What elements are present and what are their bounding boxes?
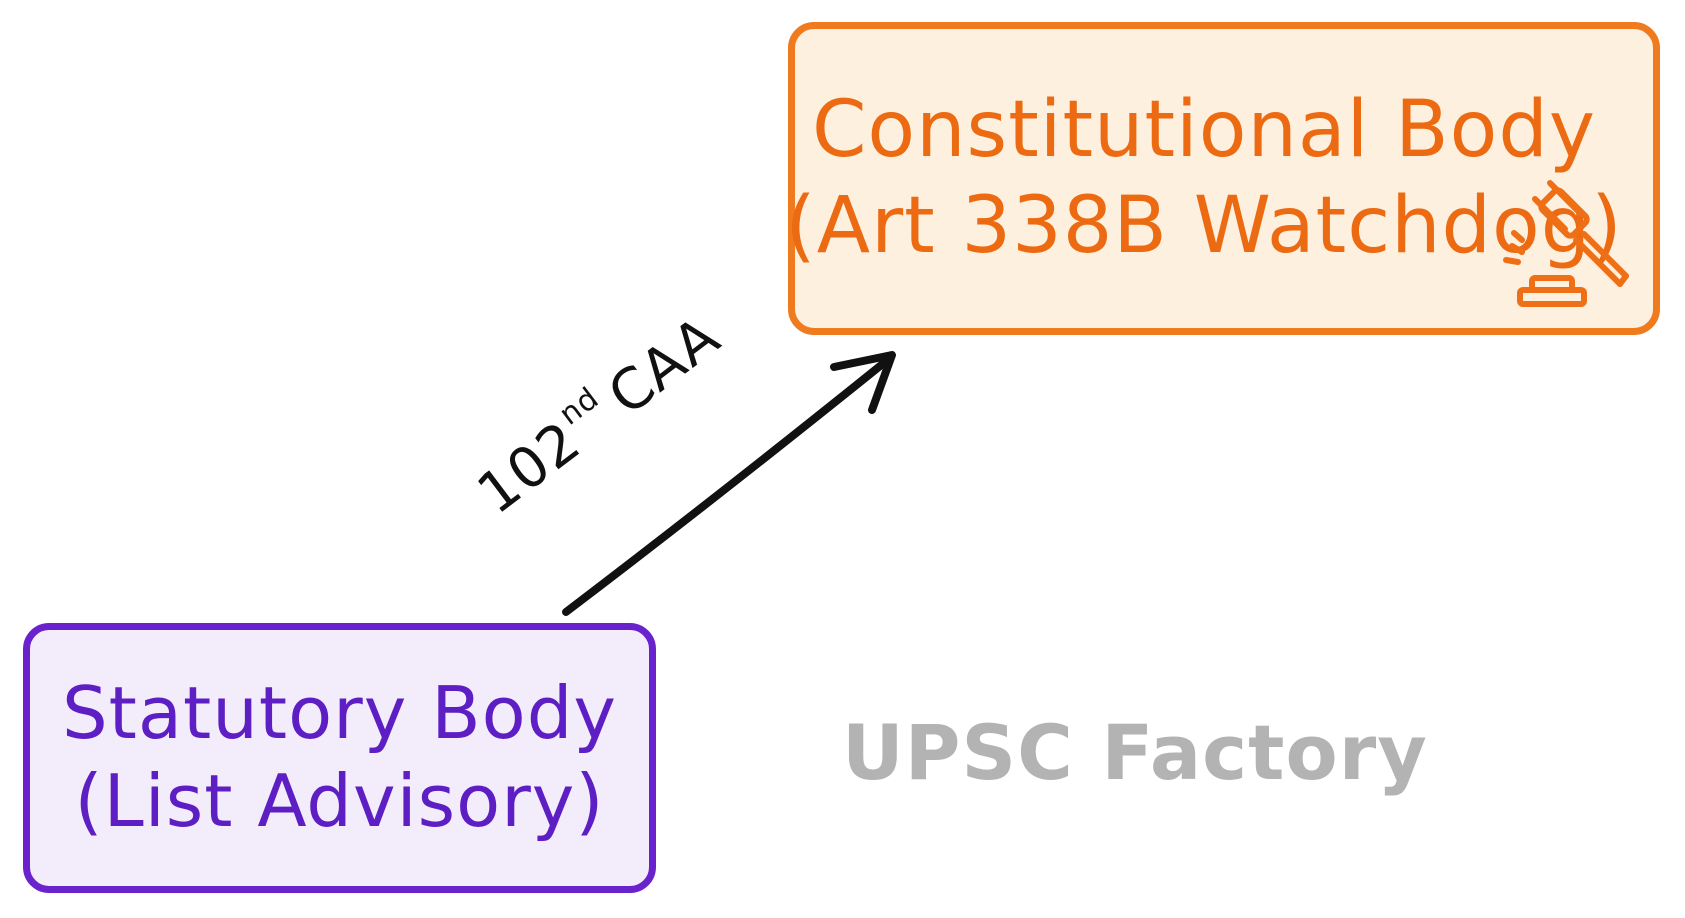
- watermark: UPSC Factory: [842, 708, 1428, 797]
- statutory-body-subtitle: (List Advisory): [74, 759, 605, 843]
- constitutional-body-subtitle: (Art 338B Watchdog): [785, 180, 1623, 271]
- statutory-body-box: Statutory Body (List Advisory): [23, 623, 656, 893]
- constitutional-body-title: Constitutional Body: [811, 85, 1597, 176]
- arrow-label: 102ndCAA: [463, 301, 732, 527]
- arrow-head: [830, 351, 896, 414]
- statutory-body-title: Statutory Body: [61, 671, 618, 756]
- constitutional-body-box: Constitutional Body (Art 338B Watchdog): [785, 22, 1660, 335]
- gavel-icon: [1503, 180, 1629, 307]
- arrow-label-text: CAA: [596, 304, 732, 429]
